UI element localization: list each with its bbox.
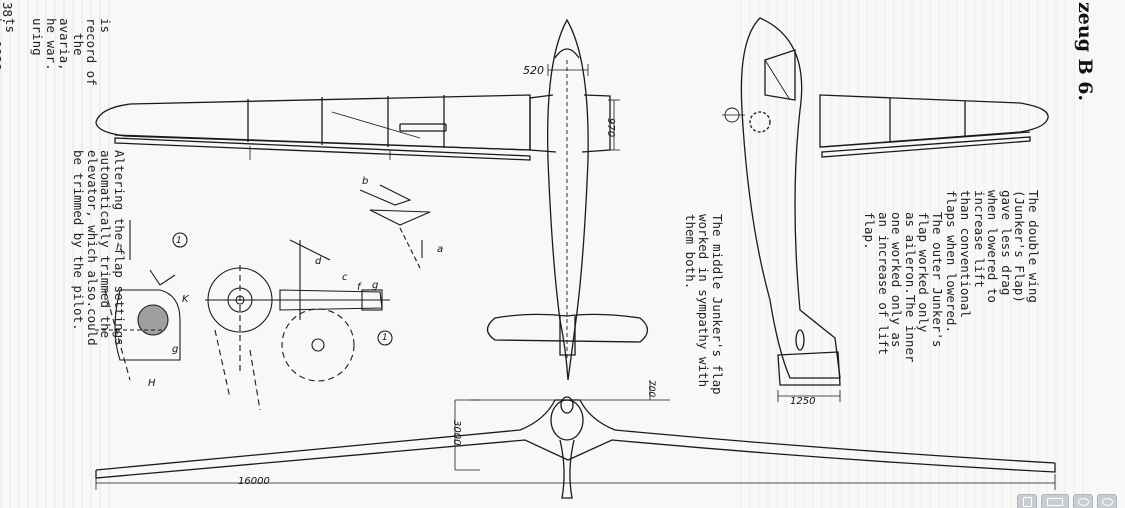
detail-label-f: f — [357, 282, 361, 293]
detail-label-H: H — [148, 378, 156, 389]
detail-label-a: a — [437, 244, 444, 255]
detail-label-g: g — [372, 280, 379, 291]
page-title: zeug B 6. — [1074, 2, 1096, 102]
detail-label-k: K — [182, 294, 189, 305]
caption-double-wing: The double wing (Junker's Flap) gave les… — [944, 190, 1041, 333]
fuselage-top-view — [486, 18, 649, 381]
viewer-toolbar — [1017, 494, 1117, 508]
caption-trim-note: Altering the flap settings automatically… — [71, 150, 127, 346]
dimension-16000: 16000 — [238, 476, 270, 487]
bleed-through-texture-left — [0, 0, 110, 508]
detail-label-d: d — [315, 256, 322, 267]
zoom-out-icon[interactable] — [1073, 494, 1093, 508]
zoom-in-icon[interactable] — [1097, 494, 1117, 508]
bleed-through-texture-right — [740, 0, 1090, 508]
left-article-text: is record of the avaria, he war. uring t… — [0, 18, 113, 86]
flap-linkage-detail — [95, 184, 431, 411]
dimension-1250: 1250 — [790, 396, 816, 407]
caption-middle-flap: The middle Junker's flap worked in sympa… — [682, 214, 725, 395]
detail-label-one: 1 — [176, 236, 182, 246]
caption-outer-flap: The outer Junker's flap worked only as a… — [862, 212, 945, 363]
dimension-3000: 3000 — [451, 420, 462, 446]
detail-label-one-b: 1 — [382, 333, 388, 343]
detail-label-g2: g — [172, 344, 179, 355]
dimension-520: 520 — [523, 64, 544, 77]
fit-width-icon[interactable] — [1041, 494, 1069, 508]
front-view-wing — [95, 380, 1056, 499]
fuselage-side-view — [722, 17, 841, 402]
page-icon[interactable] — [1017, 494, 1037, 508]
top-dimension-lines — [547, 64, 620, 151]
detail-label-b: b — [362, 176, 369, 187]
top-view-wing — [95, 94, 1049, 161]
dimension-970: 970 — [605, 118, 616, 138]
detail-label-c: c — [342, 272, 348, 283]
detail-label-h: h — [116, 242, 123, 253]
dimension-700: 700 — [646, 380, 656, 398]
